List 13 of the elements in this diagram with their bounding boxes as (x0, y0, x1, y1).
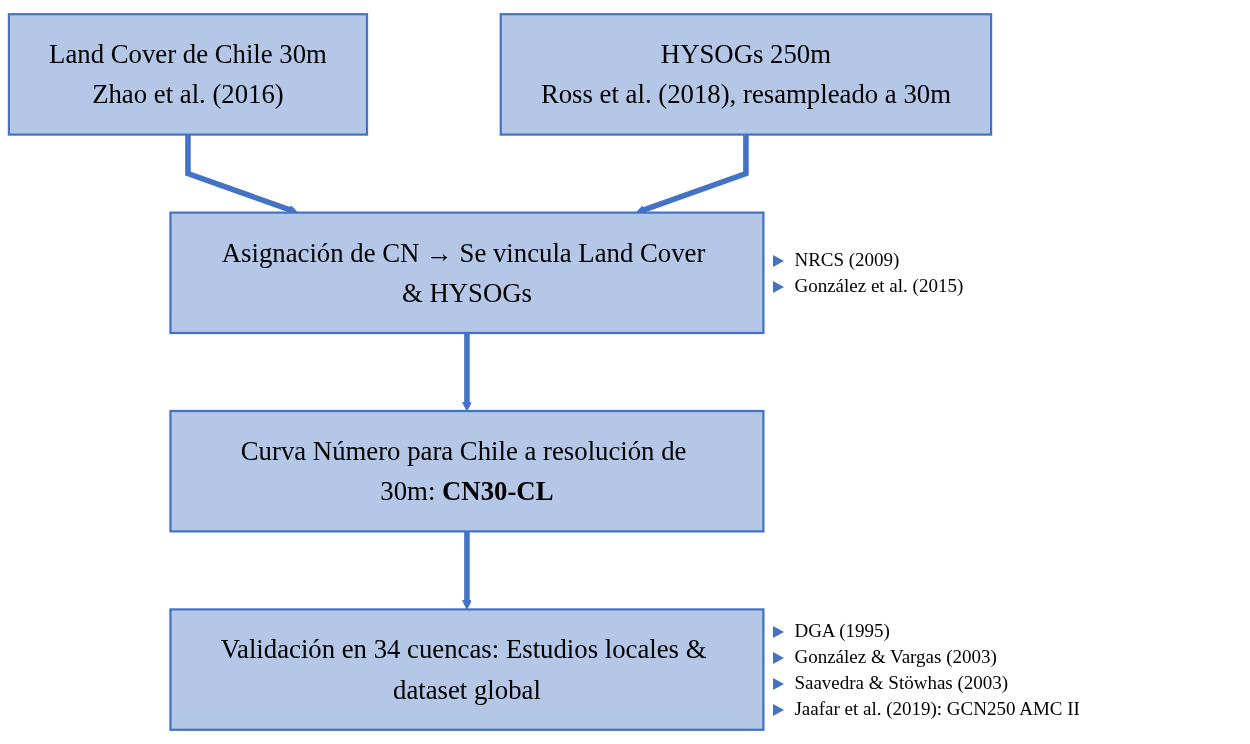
arrow (462, 531, 472, 610)
node-box: Validación en 34 cuencas: Estudios locales & dataset global (169, 608, 765, 731)
reference-text: DGA (1995) (794, 619, 890, 641)
reference-text: NRCS (2009) (794, 248, 900, 270)
node-box: Curva Número para Chile a resolución de 30m: CN30-CL (169, 409, 765, 533)
reference-text: González et al. (2015) (794, 274, 964, 296)
reference-text: González & Vargas (2003) (794, 645, 997, 667)
arrow (462, 333, 472, 412)
node-box: Land Cover de Chile 30m Zhao et al. (2016) (7, 13, 369, 136)
node-box: HYSOGs 250m Ross et al. (2018), resampleado a 30m (499, 13, 993, 136)
reference-text: Saavedra & Stöwhas (2003) (794, 671, 1009, 693)
node-box: Asignación de CN → Se vincula Land Cover & HYSOGs (169, 211, 765, 335)
reference-text: Jaafar et al. (2019): GCN250 AMC II (794, 697, 1080, 719)
